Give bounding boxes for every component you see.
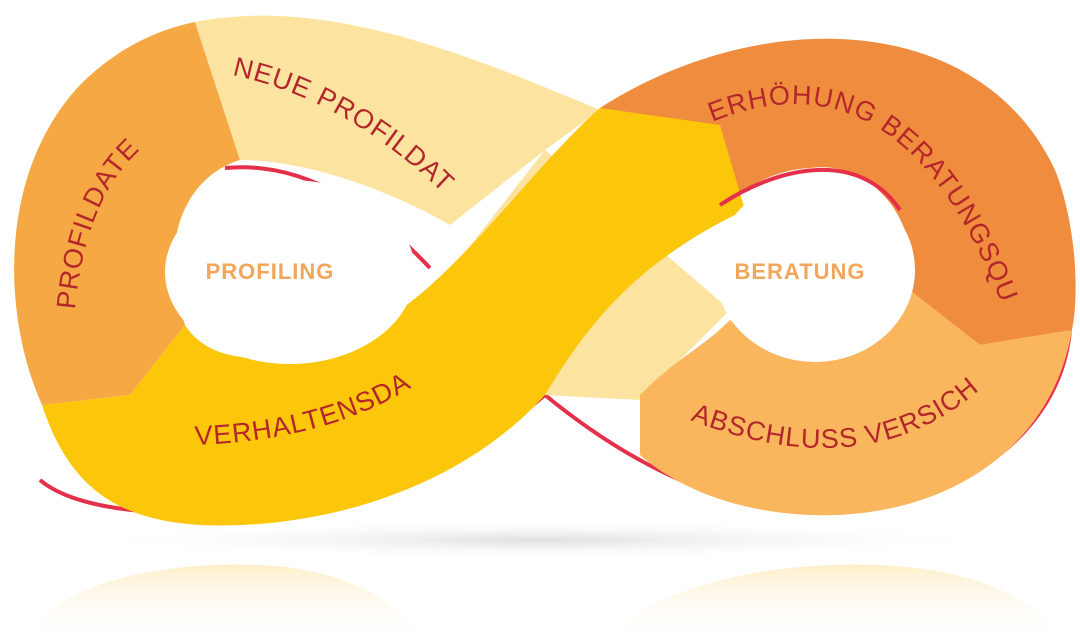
- loop-hole-left: [165, 180, 415, 364]
- loop-hole-right: [715, 178, 915, 362]
- ground-shadow: [70, 520, 1010, 560]
- center-label-profiling: PROFILING: [206, 259, 335, 284]
- center-label-beratung: BERATUNG: [734, 259, 865, 284]
- segment-abschluss-versicherung: [640, 292, 1072, 516]
- segment-erhoehung-beratungsqualitaet: [600, 38, 1076, 345]
- segment-neue-profildaten: [195, 15, 600, 226]
- outline-inner-right: [718, 168, 902, 212]
- reflection-left: [30, 564, 430, 642]
- reflection-right: [600, 564, 1060, 642]
- segment-profildaten: [14, 22, 241, 405]
